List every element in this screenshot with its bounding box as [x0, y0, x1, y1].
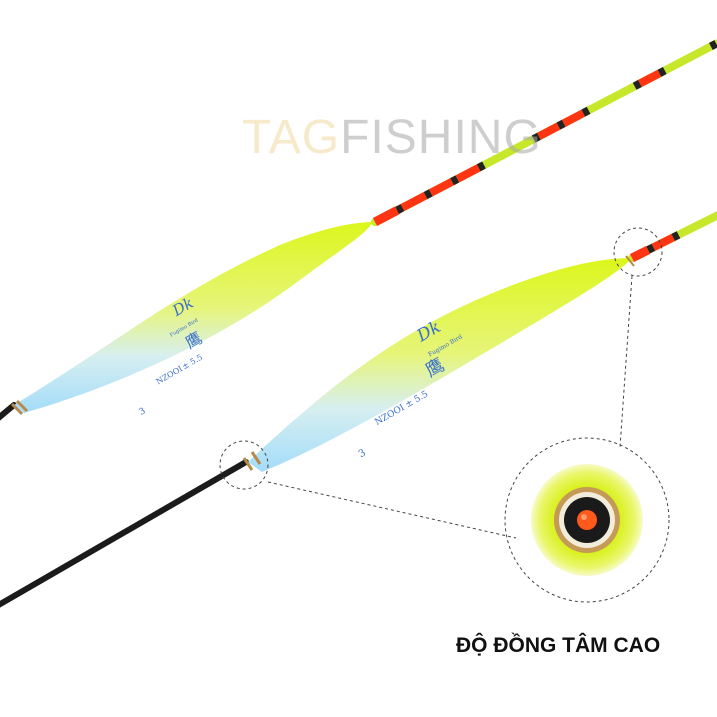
- watermark: TAGFISHING: [242, 111, 542, 164]
- caption: ĐỘ ĐỒNG TÂM CAO: [456, 634, 661, 657]
- svg-text:3: 3: [357, 448, 368, 461]
- end-view-magnified: [514, 447, 660, 593]
- detail-callouts: [219, 227, 670, 603]
- svg-text:± 5.5: ± 5.5: [181, 353, 205, 372]
- svg-text:NZOOI: NZOOI: [155, 364, 184, 386]
- float-one: Dk Fugimo Bird 鹰 NZOOI ± 5.5 3: [0, 39, 717, 421]
- svg-text:3: 3: [138, 406, 148, 418]
